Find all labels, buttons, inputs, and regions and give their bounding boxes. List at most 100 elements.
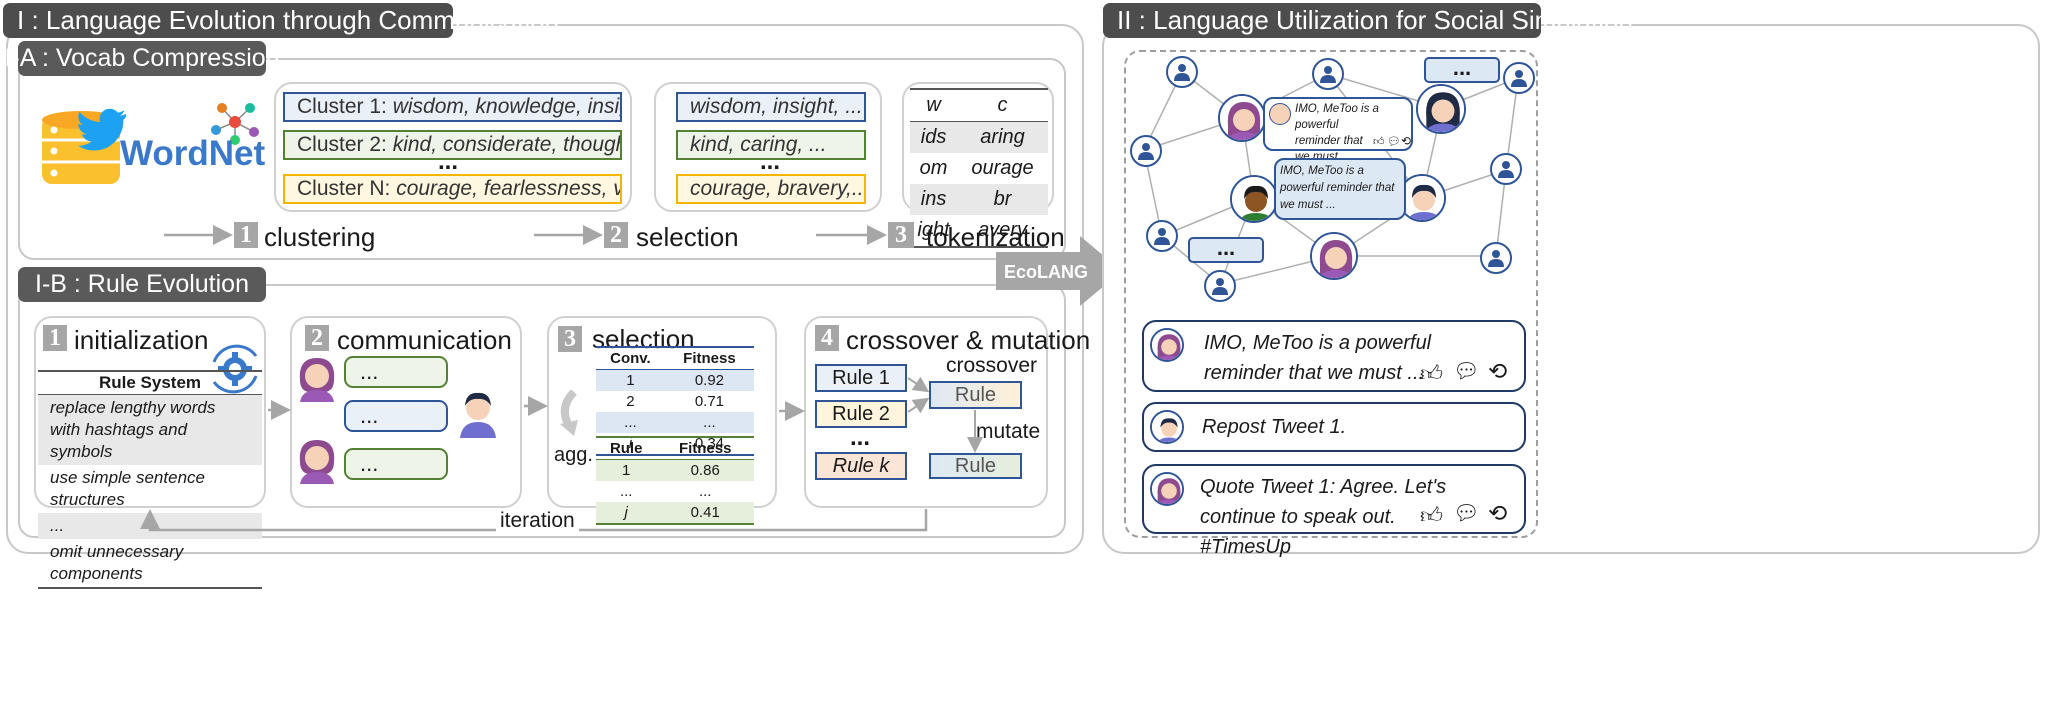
table-cell: 0.34 (694, 435, 725, 452)
step-number: 3 (558, 326, 582, 352)
token-cell: avery (978, 219, 1027, 241)
tweet-text: Repost Tweet 1. (1202, 416, 1347, 438)
rule-1: Rule 1 (815, 364, 907, 392)
token-cell: br (993, 188, 1012, 210)
cluster-words: wisdom, knowledge, insight, ... (392, 95, 620, 118)
simulation-area (1124, 50, 1538, 538)
table-cell: 0.92 (694, 372, 725, 389)
comment-icon: 💬︎ (1387, 136, 1401, 148)
conv-fitness-table: Conv. Fitness 1 0.92 2 0.71 ...... i 0.34 (596, 346, 754, 456)
cluster-words: courage, fearlessness, valor,... (396, 177, 620, 200)
network-tweet-text: IMO, MeToo is a powerful reminder that w… (1295, 103, 1379, 163)
tweet-text: IMO, MeToo is a powerful reminder that w… (1204, 332, 1432, 384)
woman-avatar-icon (299, 358, 335, 402)
table-cell: ... (703, 414, 716, 431)
crossover-rule: Rule (929, 381, 1022, 409)
woman-avatar-icon (299, 440, 335, 484)
cluster-prefix: Cluster N: (297, 177, 397, 200)
table-cell: ... (698, 483, 712, 500)
crossover-label: crossover (946, 354, 1038, 377)
vocab-step-arrows (164, 225, 887, 245)
woman-avatar-icon (1218, 94, 1266, 142)
wordnet-network-icon (211, 103, 259, 145)
step-number: 4 (815, 325, 839, 351)
network-tweet-text: IMO, MeToo is a powerful reminder that w… (1280, 165, 1395, 211)
tweet-card[interactable]: Quote Tweet 1: Agree. Let's continue to … (1142, 464, 1526, 558)
like-icon[interactable]: 👍︎ (1420, 503, 1443, 528)
step-label-initialization: initialization (74, 325, 209, 355)
selected-3: courage, bravery,... (676, 174, 866, 204)
woman-avatar-icon (1150, 328, 1184, 362)
cluster-2: Cluster 2: kind, considerate, thoughtful… (283, 130, 622, 160)
tweet-card[interactable]: IMO, MeToo is a powerful reminder that w… (1142, 320, 1526, 392)
user-node-icon (1130, 135, 1162, 167)
table-cell: i (628, 435, 633, 452)
cluster-words: kind, considerate, thoughtful, ... (392, 133, 620, 156)
rule-2: Rule 2 (815, 400, 907, 428)
table-cell: 0.71 (694, 393, 725, 410)
step-number: 1 (43, 325, 67, 351)
tweet-text: Quote Tweet 1: Agree. Let's continue to … (1200, 476, 1447, 558)
vocab-title: I-A : Vocab Compression (4, 41, 280, 76)
cluster-prefix: Cluster 2: (297, 133, 393, 156)
table-cell: 0.86 (690, 462, 720, 479)
like-icon: 👍︎ (1373, 136, 1385, 148)
network-tweet-bubble: IMO, MeToo is a powerful reminder that w… (1274, 158, 1406, 220)
chat-bubble: ... (344, 400, 448, 432)
table-cell: 1 (626, 372, 635, 389)
step-label-tokenization: tokenization (926, 222, 1065, 252)
comment-icon[interactable]: 💬︎ (1453, 360, 1480, 383)
selected-2: kind, caring, ... (676, 130, 866, 160)
man-avatar-icon (1150, 410, 1184, 444)
user-node-icon (1166, 56, 1198, 88)
token-cell: om (919, 157, 948, 179)
ecolang-arrow (996, 236, 1122, 306)
table-header: Rule (609, 440, 643, 457)
woman-avatar-icon (1150, 472, 1184, 506)
iteration-label: iteration (496, 509, 579, 533)
table-cell: ... (624, 414, 637, 431)
table-cell: 1 (622, 462, 631, 479)
token-table-block (902, 82, 1054, 212)
step-number: 2 (305, 325, 329, 351)
table-header: Conv. (610, 350, 651, 367)
part2-title: II : Language Utilization for Social Sim… (1103, 3, 1633, 38)
woman-avatar-icon (1269, 103, 1291, 125)
woman-avatar-icon (1416, 84, 1466, 134)
rule-flow-arrows (140, 376, 983, 532)
step-label-crossover-mutation: crossover & mutation (846, 325, 1091, 355)
repost-icon[interactable]: ⟲ (1488, 500, 1508, 526)
repost-icon[interactable]: ⟲ (1488, 358, 1508, 384)
mutated-rule: Rule (929, 453, 1022, 479)
rule-system-header: Rule System (38, 370, 262, 395)
like-icon[interactable]: 👍︎ (1420, 361, 1443, 386)
tweet-card[interactable]: Repost Tweet 1. (1142, 402, 1526, 452)
step-label-selection: selection (636, 222, 739, 252)
ellipsis-bubble: ... (1424, 57, 1500, 83)
user-node-icon (1204, 270, 1236, 302)
rule-title: I-B : Rule Evolution (18, 267, 266, 302)
ellipsis-bubble: ... (1188, 237, 1264, 263)
wordnet-logo-text: WordNet (120, 134, 266, 173)
repost-icon: ⟲ (1401, 134, 1412, 148)
selected-dots: ... (760, 148, 781, 175)
token-cell: ins (920, 188, 947, 210)
table-cell: ... (619, 483, 633, 500)
selection-box (547, 316, 777, 508)
rule-dots: ... (850, 424, 871, 451)
step-number: 3 (888, 222, 914, 248)
twitter-bird-icon (78, 108, 127, 151)
network-tweet-bubble: IMO, MeToo is a powerful reminder that w… (1263, 97, 1413, 163)
rule-item: replace lengthy words with hashtags and … (38, 395, 262, 465)
woman-avatar-icon (1310, 232, 1358, 280)
table-header: Fitness (678, 440, 732, 457)
chat-bubble: ... (344, 356, 448, 388)
man-avatar-icon (460, 392, 496, 438)
step-number: 2 (604, 222, 628, 248)
comment-icon[interactable]: 💬︎ (1453, 502, 1480, 525)
user-node-icon (1503, 62, 1535, 94)
rule-k: Rule k (815, 452, 907, 480)
table-cell: 2 (626, 393, 635, 410)
